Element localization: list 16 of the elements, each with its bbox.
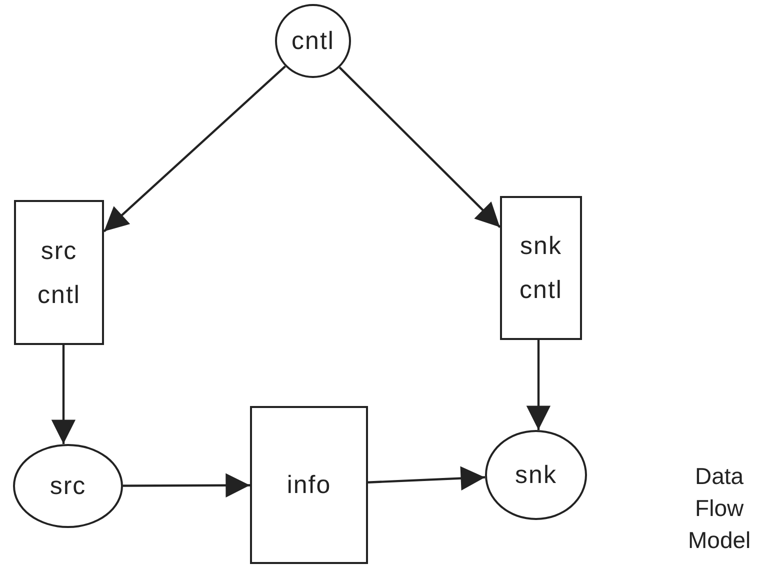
diagram-label: Data Flow Model — [688, 462, 751, 555]
arrow — [368, 466, 486, 490]
arrow — [123, 473, 250, 498]
node-label: src cntl — [38, 236, 80, 310]
process-box — [500, 196, 582, 340]
node-label: cntl — [292, 26, 334, 57]
node-label: info — [286, 470, 332, 501]
arrow — [338, 66, 501, 228]
node-label: snk — [515, 460, 557, 491]
arrow — [526, 340, 551, 430]
process-box — [14, 200, 104, 345]
arrow — [103, 65, 286, 232]
process-box — [250, 406, 368, 564]
node-label: snk cntl — [520, 231, 562, 306]
node-label: src — [50, 471, 86, 502]
arrow — [51, 345, 76, 444]
